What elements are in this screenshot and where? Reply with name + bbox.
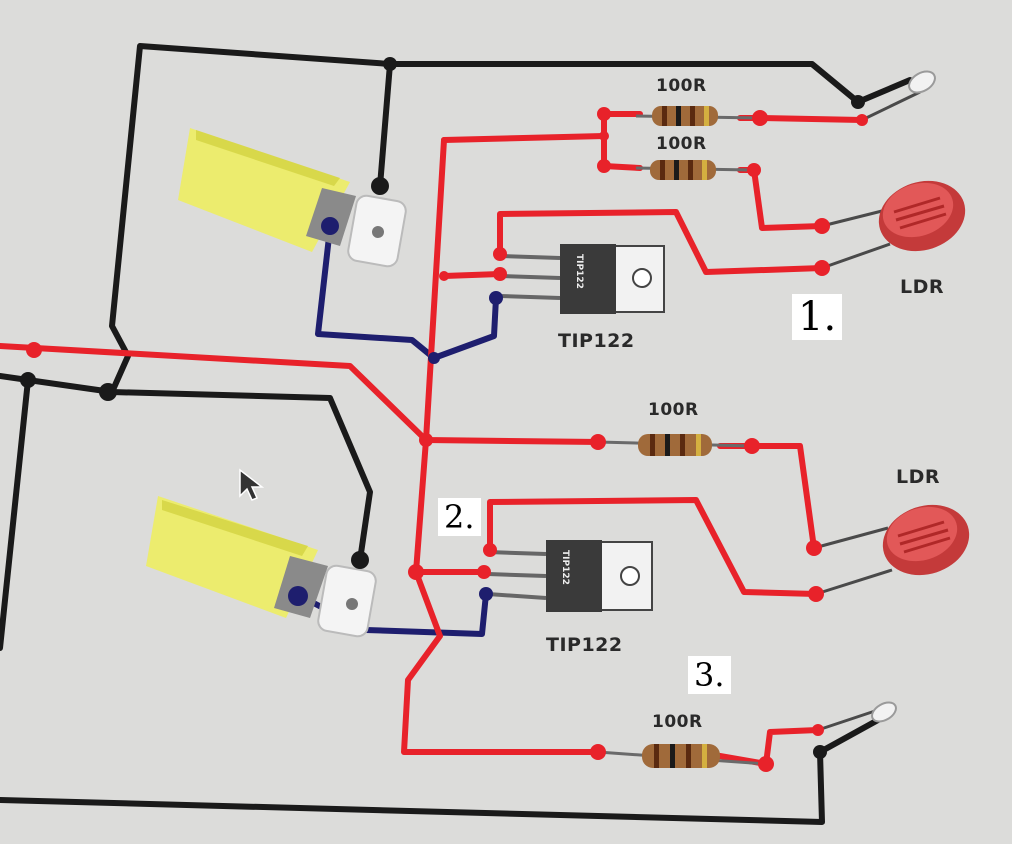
black-wire-led1-lead xyxy=(855,77,913,105)
red-wire-res3-out xyxy=(717,443,817,551)
transistors xyxy=(487,244,665,612)
transistor-chip-text-2: TIP122 xyxy=(560,550,570,585)
ldr-icon-2 xyxy=(882,504,970,576)
black-wire-bottom xyxy=(0,749,825,825)
ldrs xyxy=(878,180,970,576)
cursor-icon xyxy=(239,468,265,501)
red-wire-res2-out xyxy=(737,167,825,231)
led-icon-bottom xyxy=(871,701,897,723)
led-icon-top xyxy=(908,70,936,94)
red-wire-res4-out xyxy=(717,727,821,767)
resistor-label-3: 100R xyxy=(648,400,699,420)
transistor-icon-1 xyxy=(499,244,665,314)
red-wire-tip1-collector xyxy=(441,271,503,279)
black-wire-led2-lead xyxy=(817,717,881,755)
resistors xyxy=(597,106,767,768)
resistor-icon-1 xyxy=(635,106,761,126)
motor-icon-2 xyxy=(146,496,377,638)
resistor-label-1: 100R xyxy=(656,76,707,96)
black-wire-mid xyxy=(0,373,373,563)
black-wires xyxy=(0,43,913,825)
transistor-chip-text-1: TIP122 xyxy=(574,254,584,289)
motors xyxy=(146,128,407,638)
marker-2: 2. xyxy=(438,498,481,536)
transistor-label-1: TIP122 xyxy=(558,330,635,352)
marker-1: 1. xyxy=(792,294,843,340)
red-wire-top xyxy=(441,133,607,143)
resistor-label-2: 100R xyxy=(656,134,707,154)
black-wire-motor1-feed xyxy=(377,61,393,189)
motor-icon-1 xyxy=(178,128,407,268)
red-wire-main-horizontal xyxy=(0,343,603,445)
blue-wire-motor1 xyxy=(315,225,499,361)
red-wire-tip2-base xyxy=(487,497,819,597)
resistor-label-4: 100R xyxy=(652,712,703,732)
ldr-label-2: LDR xyxy=(896,466,941,488)
marker-3: 3. xyxy=(688,656,731,694)
ldr-icon-1 xyxy=(878,180,966,252)
junction-dots xyxy=(20,57,868,772)
led-icons xyxy=(871,70,936,723)
black-wire-left-drop xyxy=(0,377,31,651)
transistor-icon-2 xyxy=(487,540,653,612)
resistor-icon-2 xyxy=(635,160,753,180)
resistor-icon-4 xyxy=(597,744,767,768)
resistor-icon-3 xyxy=(597,434,753,456)
ldr-label-1: LDR xyxy=(900,276,945,298)
red-wire-tip1-base xyxy=(497,209,825,275)
transistor-label-2: TIP122 xyxy=(546,634,623,656)
